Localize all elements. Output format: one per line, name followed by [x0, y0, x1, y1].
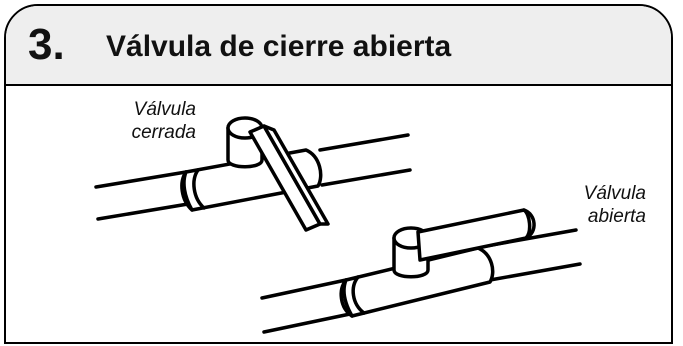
closed-pipe-top-right — [318, 133, 410, 152]
closed-pipe-bottom-left — [96, 202, 190, 221]
open-valve-body — [342, 246, 495, 318]
illustration-area: Válvula cerrada Válvula abierta — [6, 86, 671, 346]
closed-valve-body-ring-left — [180, 170, 194, 212]
open-valve-handle-end — [522, 208, 536, 240]
closed-valve-label: Válvula cerrada — [131, 99, 196, 143]
closed-pipe-top-left — [94, 170, 188, 189]
open-valve-body-ring-left — [339, 278, 354, 318]
open-valve-body-ring-inner — [351, 275, 366, 315]
open-valve-drawing — [260, 208, 582, 334]
valve-illustration — [94, 116, 582, 334]
closed-valve-handle-top — [262, 124, 330, 226]
open-pipe-bottom-left — [262, 312, 352, 334]
closed-valve-drawing — [94, 116, 412, 232]
step-title: Válvula de cierre abierta — [106, 30, 452, 63]
closed-valve-body-ring-inner — [192, 168, 206, 210]
open-pipe-top-left — [260, 278, 348, 300]
open-valve-label: Válvula abierta — [583, 183, 646, 227]
step-number: 3. — [28, 20, 65, 69]
closed-pipe-bottom-right — [320, 168, 412, 187]
open-pipe-bottom-right — [488, 262, 582, 282]
instruction-card: 3. Válvula de cierre abierta — [4, 4, 673, 344]
card-header: 3. Válvula de cierre abierta — [6, 6, 671, 86]
